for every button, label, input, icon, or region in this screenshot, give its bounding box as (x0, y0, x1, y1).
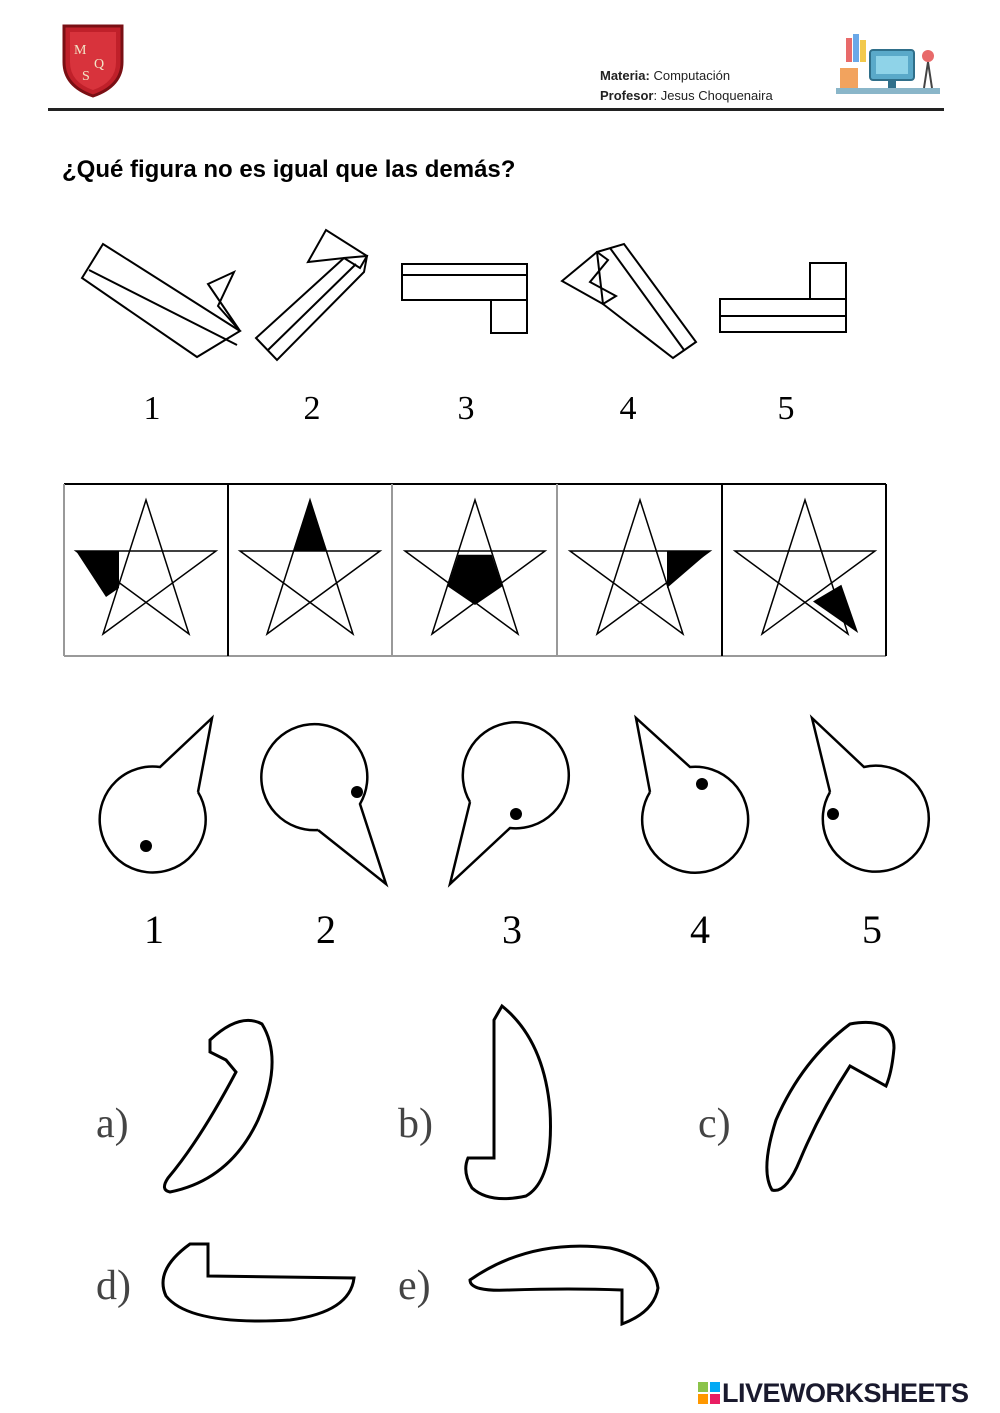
question-title: ¿Qué figura no es igual que las demás? (62, 156, 516, 183)
footer-brand-text: LIVEWORKSHEETS (722, 1378, 969, 1408)
row1-number-4: 4 (619, 390, 637, 427)
balloon-3 (447, 721, 571, 888)
option-label-d: d) (96, 1263, 131, 1309)
balloon-1 (98, 714, 214, 874)
l-shape-2 (254, 228, 369, 362)
profesor-value: : Jesus Choquenaira (653, 88, 773, 103)
materia-value: Computación (653, 68, 731, 83)
computer-desk-icon (836, 34, 940, 94)
star-3 (404, 499, 546, 635)
svg-text:S: S (82, 69, 90, 84)
row1-number-5: 5 (777, 390, 795, 427)
balloon-2 (260, 722, 389, 888)
header-rule (48, 108, 944, 111)
row3-number-1: 1 (144, 907, 164, 952)
option-label-c: c) (698, 1101, 731, 1147)
crescent-c (765, 1020, 896, 1192)
liveworksheets-logo-icon (698, 1382, 720, 1404)
row3-number-3: 3 (502, 907, 522, 952)
row3-number-5: 5 (862, 907, 882, 952)
header-info: Materia: Computación Profesor: Jesus Cho… (600, 66, 773, 106)
row1-number-2: 2 (303, 390, 321, 427)
l-shape-1 (80, 242, 242, 359)
row3-number-2: 2 (316, 907, 336, 952)
footer-brand: LIVEWORKSHEETS (698, 1378, 969, 1409)
balloon-5 (809, 714, 931, 873)
row3-number-4: 4 (690, 907, 710, 952)
l-shape-5 (719, 262, 847, 333)
crescent-d (161, 1242, 356, 1323)
crescents (161, 1003, 896, 1327)
option-label-b: b) (398, 1101, 433, 1147)
star-4 (569, 499, 711, 635)
profesor-label: Profesor (600, 88, 654, 103)
l-shape-4 (560, 242, 698, 360)
row1-number-3: 3 (457, 390, 475, 427)
crescent-a (163, 1019, 274, 1194)
option-label-a: a) (96, 1101, 129, 1147)
materia-label: Materia: (600, 68, 650, 83)
star-1 (75, 499, 217, 635)
svg-text:M: M (74, 43, 87, 58)
row1-number-1: 1 (143, 390, 161, 427)
crescent-e (468, 1244, 660, 1327)
star-5 (734, 499, 876, 635)
balloons-row (98, 714, 931, 888)
star-2 (239, 499, 381, 635)
balloon-4 (634, 714, 750, 874)
l-shape-3 (401, 263, 528, 334)
svg-text:Q: Q (94, 57, 104, 72)
school-logo: M Q S (62, 24, 124, 98)
stars-row (63, 483, 887, 657)
option-label-e: e) (398, 1263, 431, 1309)
crescent-b (464, 1003, 552, 1201)
l-shapes-row (80, 228, 847, 362)
